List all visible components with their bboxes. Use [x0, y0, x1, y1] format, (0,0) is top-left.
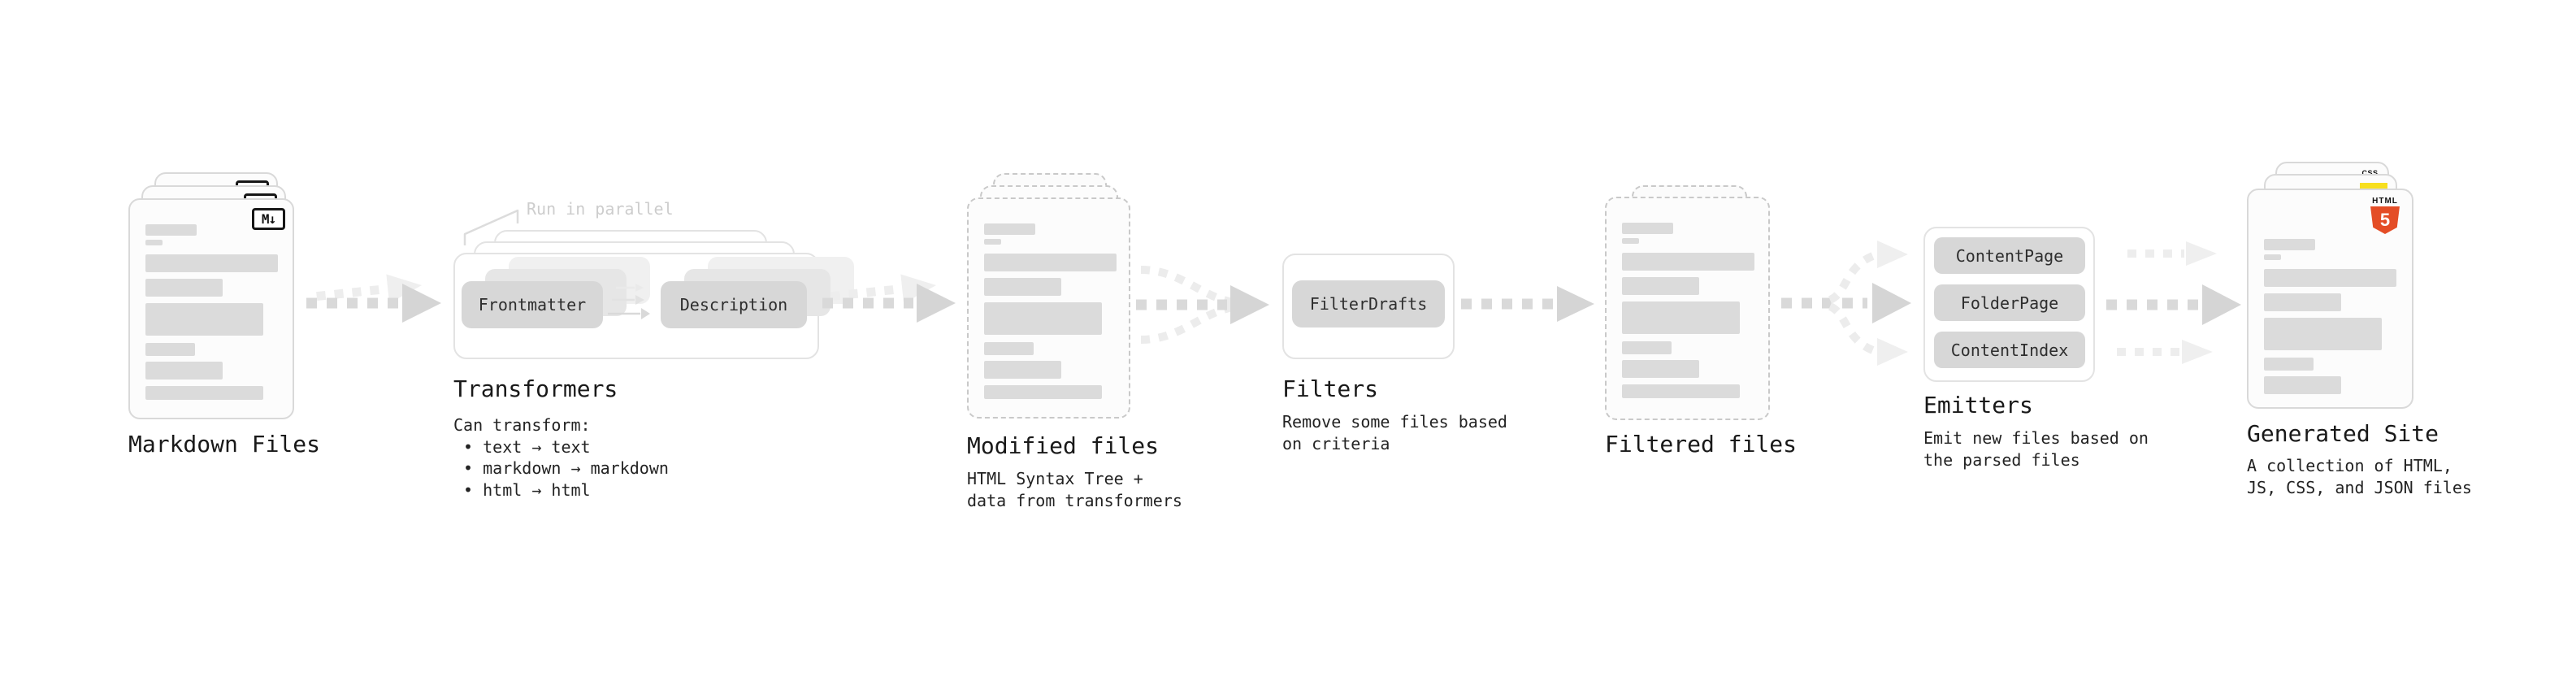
filtered-doc-front [1605, 197, 1770, 420]
markdown-icon: M↓ [252, 208, 285, 230]
skeleton-bar [2264, 358, 2314, 371]
filterdrafts-pill: FilterDrafts [1292, 280, 1445, 327]
skeleton-bar [145, 343, 195, 356]
transform-arrows-icon [608, 284, 650, 319]
markdown-icon-label: M↓ [261, 211, 276, 227]
skeleton-bar [1622, 360, 1699, 378]
skeleton-bar [2264, 318, 2382, 350]
filters-description: Remove some files based on criteria [1282, 411, 1507, 454]
skeleton-bar [2264, 254, 2281, 260]
transformers-description: Can transform: • text → text • markdown … [453, 414, 669, 501]
skeleton-bar [1622, 301, 1740, 334]
stage-label-generated-site: Generated Site [2247, 420, 2439, 447]
description-line: Remove some files based [1282, 412, 1507, 432]
stage-label-modified-files: Modified files [967, 432, 1160, 459]
skeleton-bar [984, 385, 1102, 399]
description-line: A collection of HTML, [2247, 456, 2452, 475]
flow-arrow-modified-to-filters [1136, 266, 1269, 344]
flow-arrow-filtered-to-emitters [1781, 241, 1911, 366]
description-pill: Description [661, 281, 807, 328]
skeleton-bar [145, 279, 223, 297]
stage-label-transformers: Transformers [453, 375, 618, 402]
skeleton-bar [1622, 384, 1740, 398]
skeleton-bar [145, 240, 163, 245]
description-line: • text → text [453, 436, 591, 457]
stage-label-filters: Filters [1282, 375, 1379, 402]
stage-label-markdown-files: Markdown Files [128, 431, 321, 458]
contentindex-pill: ContentIndex [1934, 332, 2085, 368]
skeleton-bar [2264, 293, 2341, 311]
skeleton-bar [984, 223, 1035, 235]
skeleton-bar [145, 386, 263, 400]
markdown-doc-front: M↓ [128, 198, 294, 419]
doc-skeleton-lines [984, 223, 1117, 399]
contentpage-pill: ContentPage [1934, 237, 2085, 274]
description-line: • html → html [453, 479, 591, 500]
modified-doc-front [967, 197, 1130, 419]
emitters-description: Emit new files based on the parsed files [1923, 427, 2149, 471]
description-line: on criteria [1282, 433, 1390, 453]
html5-icon: HTML 5 [2366, 197, 2404, 234]
flow-arrow-filters-to-filtered [1461, 286, 1594, 322]
flow-arrow-markdown-to-transformers [306, 274, 441, 323]
skeleton-bar [1622, 238, 1639, 244]
description-line: HTML Syntax Tree + [967, 469, 1143, 488]
description-line: Can transform: [453, 415, 591, 435]
html5-icon-numeral: 5 [2379, 210, 2391, 230]
description-line: • markdown → markdown [453, 458, 669, 478]
skeleton-bar [984, 342, 1034, 355]
skeleton-bar [984, 361, 1061, 379]
css-icon-label: CSS [2361, 169, 2379, 177]
html5-icon-word: HTML [2372, 197, 2398, 206]
skeleton-bar [984, 302, 1102, 335]
skeleton-bar [2264, 376, 2341, 394]
generated-description: A collection of HTML, JS, CSS, and JSON … [2247, 455, 2472, 498]
html5-icon-shield: 5 [2370, 206, 2400, 234]
flow-arrow-transformers-to-modified [822, 274, 956, 323]
skeleton-bar [2264, 239, 2315, 250]
stage-label-filtered-files: Filtered files [1605, 431, 1798, 458]
skeleton-bar [1622, 223, 1673, 234]
frontmatter-pill: Frontmatter [462, 281, 603, 328]
description-line: data from transformers [967, 490, 1182, 510]
description-line: JS, CSS, and JSON files [2247, 477, 2472, 497]
doc-skeleton-lines [145, 224, 278, 400]
skeleton-bar [1622, 253, 1754, 271]
skeleton-bar [984, 254, 1117, 271]
description-line: Emit new files based on [1923, 428, 2149, 448]
callout-line [463, 209, 519, 245]
stage-label-emitters: Emitters [1923, 392, 2033, 419]
skeleton-bar [984, 278, 1061, 296]
flow-arrow-emitters-to-generated [2106, 241, 2241, 364]
folderpage-pill: FolderPage [1934, 284, 2085, 321]
generated-doc-front: HTML 5 [2247, 189, 2413, 409]
skeleton-bar [145, 303, 263, 336]
doc-skeleton-lines [1622, 223, 1754, 398]
skeleton-bar [1622, 341, 1672, 354]
doc-skeleton-lines [2264, 239, 2396, 394]
skeleton-bar [145, 254, 278, 272]
skeleton-bar [984, 239, 1001, 245]
description-line: the parsed files [1923, 449, 2080, 470]
skeleton-bar [145, 224, 197, 236]
skeleton-bar [145, 362, 223, 380]
skeleton-bar [1622, 277, 1699, 295]
skeleton-bar [2264, 269, 2396, 287]
modified-description: HTML Syntax Tree + data from transformer… [967, 468, 1182, 511]
run-in-parallel-note: Run in parallel [527, 199, 674, 219]
